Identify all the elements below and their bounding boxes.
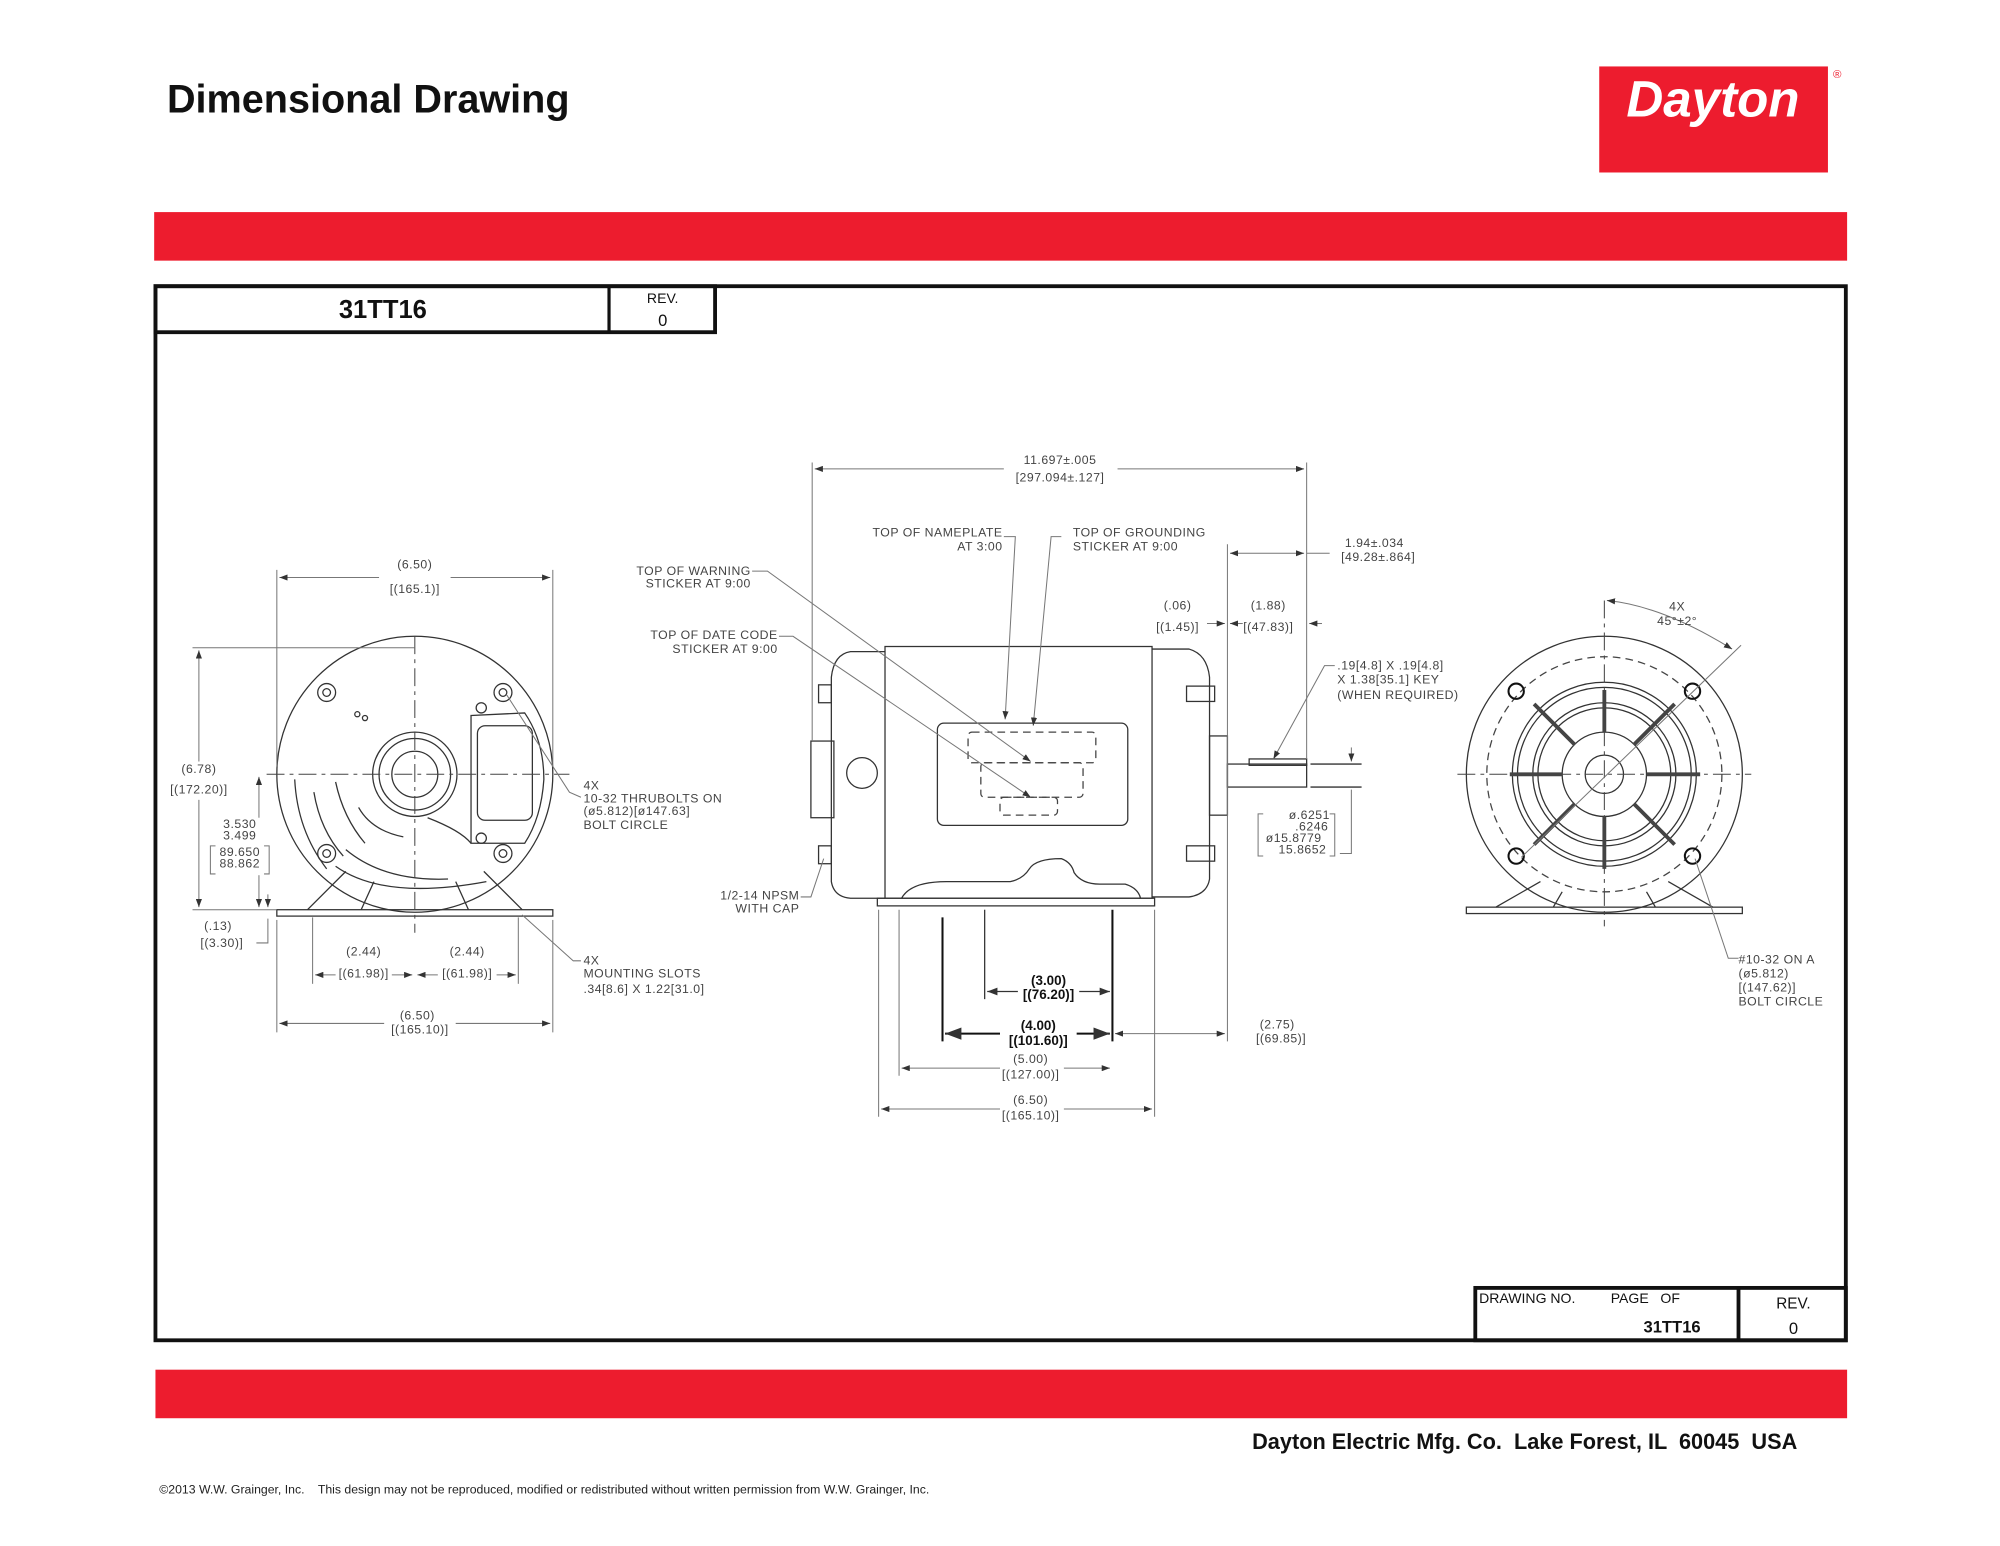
dim-label: [(127.00)] <box>1002 1067 1060 1081</box>
dim-label: 45°±2° <box>1657 614 1697 628</box>
dim-label: (5.00) <box>1013 1052 1048 1066</box>
dim-label: [(1.45)] <box>1156 620 1199 634</box>
note-label: [(147.62)] <box>1739 980 1797 994</box>
dim-label: 11.697±.005 <box>1024 453 1097 467</box>
note-label: 4X <box>583 779 599 793</box>
dim-label: [(47.83)] <box>1243 620 1293 634</box>
note-label: TOP OF NAMEPLATE <box>873 526 1003 540</box>
dim-label-bold: [(101.60)] <box>1009 1033 1068 1048</box>
rev-label: REV. <box>647 290 679 306</box>
dim-label: (6.50) <box>400 1009 435 1023</box>
dim-label: (6.78) <box>181 762 216 776</box>
dim-label: 4X <box>1669 600 1685 614</box>
note-label: X 1.38[35.1] KEY <box>1337 673 1439 687</box>
note-label: TOP OF WARNING <box>636 564 750 578</box>
note-label: .19[4.8] X .19[4.8] <box>1337 659 1443 673</box>
note-label: BOLT CIRCLE <box>583 818 668 832</box>
top-red-band <box>154 212 1848 261</box>
dim-label: .6246 <box>1295 819 1328 833</box>
note-label: BOLT CIRCLE <box>1739 995 1824 1009</box>
copyright-notice: ©2013 W.W. Grainger, Inc. This design ma… <box>159 1483 929 1497</box>
dim-label: [49.28±.864] <box>1341 550 1415 564</box>
note-label: (WHEN REQUIRED) <box>1337 688 1458 702</box>
part-number: 31TT16 <box>339 296 427 324</box>
dim-label: (.13) <box>204 919 232 933</box>
dim-label: [(69.85)] <box>1256 1032 1306 1046</box>
part-number-box: 31TT16 REV. 0 <box>153 284 717 335</box>
bolt-hole-icon <box>1507 682 1702 865</box>
note-label: 10-32 THRUBOLTS ON <box>583 791 722 805</box>
drawing-no-label: DRAWING NO. <box>1479 1290 1575 1306</box>
title-block: DRAWING NO. PAGE OF 31TT16 REV. 0 <box>1473 1285 1848 1343</box>
note-label: MOUNTING SLOTS <box>583 966 700 980</box>
dim-label: (6.50) <box>1013 1093 1048 1107</box>
thrubolt-icon <box>317 682 513 864</box>
dim-label: (.06) <box>1164 598 1192 612</box>
dim-label: 3.499 <box>223 828 256 842</box>
note-label: #10-32 ON A <box>1739 952 1816 966</box>
dim-label: 3.530 <box>223 817 256 831</box>
dim-label: [(165.1)] <box>390 582 440 596</box>
dim-label: [(165.10)] <box>1002 1108 1060 1122</box>
bottom-red-band <box>155 1369 1848 1419</box>
logo-text: Dayton <box>1626 70 1799 127</box>
dim-label: 15.8652 <box>1279 842 1327 856</box>
note-label: AT 3:00 <box>957 540 1002 554</box>
dim-label: (2.44) <box>346 945 381 959</box>
note-label: STICKER AT 9:00 <box>1073 540 1178 554</box>
dim-label: (2.44) <box>450 945 485 959</box>
dim-label: (1.88) <box>1251 598 1286 612</box>
dim-label: 88.862 <box>220 857 261 871</box>
dim-label: ø.6251 <box>1289 808 1330 822</box>
note-label: STICKER AT 9:00 <box>672 642 777 656</box>
dim-label: [(172.20)] <box>170 782 228 796</box>
drawing-frame <box>153 284 1848 1343</box>
dim-label: [297.094±.127] <box>1016 471 1105 485</box>
note-label: (ø5.812) <box>1739 966 1789 980</box>
dim-label: [(61.98)] <box>339 966 389 980</box>
note-label: 4X <box>583 954 599 968</box>
note-label: STICKER AT 9:00 <box>646 577 751 591</box>
note-label: (ø5.812)[ø147.63] <box>583 804 690 818</box>
dim-label-bold: (4.00) <box>1021 1018 1056 1033</box>
dim-label: 1.94±.034 <box>1345 536 1404 550</box>
dim-label: [(165.10)] <box>391 1023 449 1037</box>
drawing-number: 31TT16 <box>1643 1318 1700 1337</box>
page-title: Dimensional Drawing <box>167 77 570 121</box>
note-label: 1/2-14 NPSM <box>720 888 799 902</box>
title-rev-value: 0 <box>1789 1319 1798 1338</box>
side-view: 11.697±.005 [297.094±.127] TOP OF NAMEPL… <box>636 453 1458 1122</box>
note-label: WITH CAP <box>735 901 799 915</box>
rev-value: 0 <box>658 311 667 330</box>
note-label: TOP OF GROUNDING <box>1073 526 1206 540</box>
page-of-label: PAGE OF <box>1611 1290 1681 1306</box>
company-address: Dayton Electric Mfg. Co. Lake Forest, IL… <box>1252 1429 1797 1454</box>
dim-label-bold: (3.00) <box>1031 973 1066 988</box>
dim-label: (2.75) <box>1260 1018 1295 1032</box>
dim-label: (6.50) <box>397 558 432 572</box>
note-label: .34[8.6] X 1.22[31.0] <box>583 982 704 996</box>
left-end-view: (6.50) [(165.1)] (6.78) [(172.20)] 3.530… <box>170 558 722 1037</box>
dim-label: ø15.8779 <box>1266 831 1322 845</box>
dayton-logo: Dayton ® <box>1599 66 1842 173</box>
registered-mark: ® <box>1833 69 1842 81</box>
dim-label-bold: [(76.20)] <box>1023 987 1074 1002</box>
title-rev-label: REV. <box>1776 1295 1810 1312</box>
dim-label: [(61.98)] <box>442 966 492 980</box>
right-end-view: 4X 45°±2° #10-32 ON A (ø5.812) [(147.62)… <box>1457 598 1824 1009</box>
note-label: TOP OF DATE CODE <box>650 628 777 642</box>
dim-label: 89.650 <box>220 845 261 859</box>
dim-label: [(3.30)] <box>200 936 243 950</box>
